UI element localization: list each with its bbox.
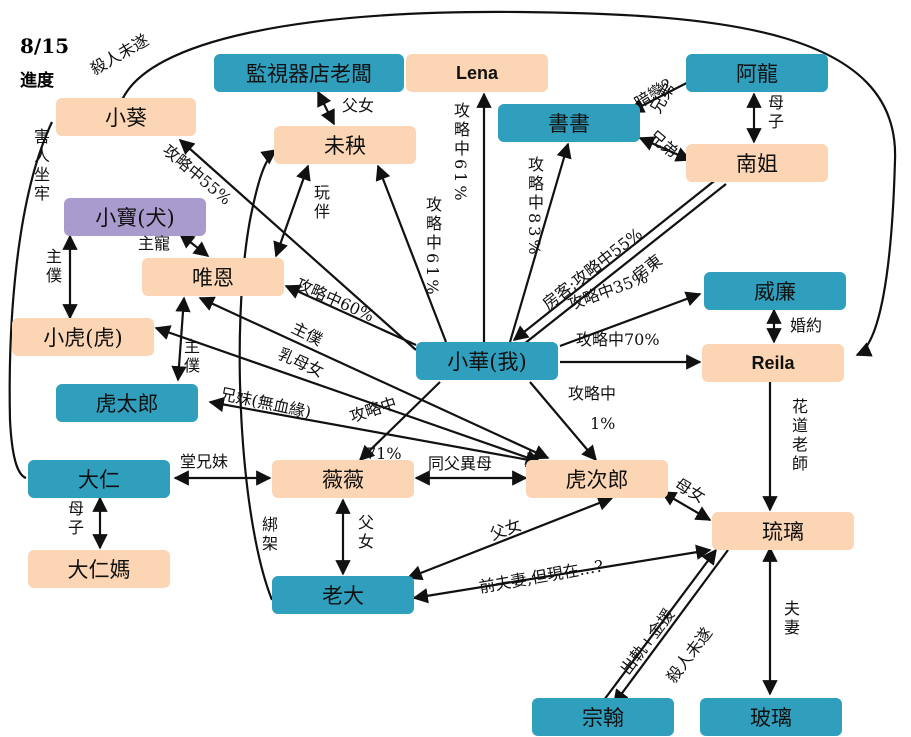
edge-laoda-liuli bbox=[412, 544, 712, 604]
node-boli: 玻璃 bbox=[700, 698, 842, 736]
edge-shop-weiyang bbox=[317, 90, 335, 126]
label-mother-son-darenma: 母子 bbox=[65, 500, 84, 538]
edge-zonghan-liuli-affair bbox=[603, 548, 717, 701]
edge-xiaohua-weilian bbox=[559, 291, 702, 348]
label-hucilang-percent: 1% bbox=[590, 414, 616, 433]
node-laoda: 老大 bbox=[272, 576, 414, 614]
label-master-servant-hutailang: 主僕 bbox=[181, 338, 200, 376]
label-half-siblings: 同父異母 bbox=[428, 454, 493, 473]
edge-xiaohua-nanjie-landlady bbox=[523, 183, 727, 345]
node-xiaokui: 小葵 bbox=[56, 98, 196, 136]
label-kidnap: 綁架 bbox=[259, 516, 278, 554]
label-shushu-progress: 攻略中83% bbox=[525, 156, 544, 258]
node-reila: Reila bbox=[702, 344, 844, 382]
label-mother-son: 母子 bbox=[765, 94, 784, 132]
node-weien: 唯恩 bbox=[142, 258, 284, 296]
label-engaged: 婚約 bbox=[790, 316, 823, 335]
label-father-daughter-shop: 父女 bbox=[342, 96, 375, 115]
label-owner-pet: 主寵 bbox=[138, 234, 171, 253]
edge-hutailang-hucilang bbox=[208, 396, 542, 468]
label-husband-wife: 夫妻 bbox=[781, 600, 800, 638]
edge-siblings-shushu-nanjie bbox=[638, 136, 692, 162]
edge-xiaobao-weien bbox=[178, 233, 210, 257]
node-weiwei: 薇薇 bbox=[272, 460, 414, 498]
node-hucilang: 虎次郎 bbox=[526, 460, 668, 498]
label-father-daughter-laoda: 父女 bbox=[355, 514, 374, 552]
edge-hucilang-liuli bbox=[660, 491, 712, 521]
label-weiwei-percent: 71% bbox=[366, 444, 402, 463]
node-shop-owner: 監視器店老闆 bbox=[214, 54, 404, 92]
edge-weiyang-weien bbox=[273, 164, 311, 258]
label-flower-teacher: 花道老師 bbox=[789, 398, 808, 474]
label-playmate: 玩伴 bbox=[311, 184, 330, 222]
label-reila-progress: 攻略中70% bbox=[576, 330, 660, 349]
node-weilian: 威廉 bbox=[704, 272, 846, 310]
node-darenma: 大仁媽 bbox=[28, 550, 170, 588]
node-shushu: 書書 bbox=[498, 104, 640, 142]
label-lena-progress: 攻略中61% bbox=[451, 102, 470, 204]
node-liuli: 琉璃 bbox=[712, 512, 854, 550]
progress-date: 8/15 bbox=[20, 34, 70, 58]
label-hucilang-progress: 攻略中 bbox=[568, 384, 617, 403]
label-master-servant-xiaohu: 主僕 bbox=[43, 248, 62, 286]
node-xiaohua: 小華(我) bbox=[416, 342, 558, 380]
node-nanjie: 南姐 bbox=[686, 144, 828, 182]
node-xiaobao: 小寶(犬) bbox=[64, 198, 206, 236]
node-hutailang: 虎太郎 bbox=[56, 384, 198, 422]
node-daren: 大仁 bbox=[28, 460, 170, 498]
label-cousins: 堂兄妹 bbox=[180, 452, 229, 471]
edge-harm-jail-xiaokui-daren bbox=[8, 121, 53, 480]
label-harm-jail: 害人坐牢 bbox=[31, 128, 50, 204]
node-along: 阿龍 bbox=[686, 54, 828, 92]
node-weiyang: 未秧 bbox=[274, 126, 416, 164]
progress-label: 進度 bbox=[20, 71, 54, 91]
edge-kill-attempt-xiaokui-reila bbox=[121, 10, 897, 357]
node-lena: Lena bbox=[406, 54, 548, 92]
node-zonghan: 宗翰 bbox=[532, 698, 674, 736]
label-weiyang-progress: 攻略中61% bbox=[423, 196, 442, 298]
edge-liuli-zonghan-kill bbox=[613, 549, 729, 706]
node-xiaohu: 小虎(虎) bbox=[12, 318, 154, 356]
